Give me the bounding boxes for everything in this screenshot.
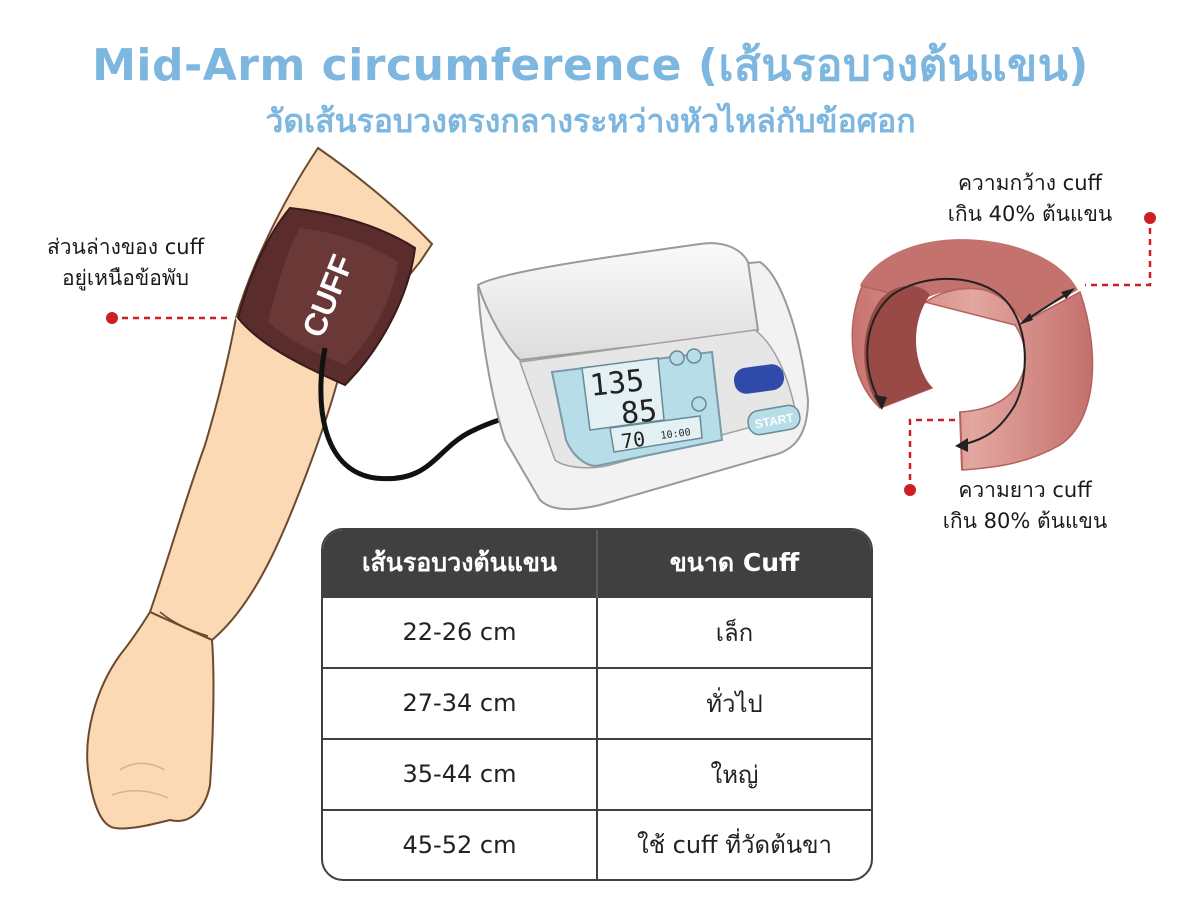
monitor-lid bbox=[476, 242, 760, 362]
cuff-length-line-2: เกิน 80% ต้นแขน bbox=[942, 509, 1108, 533]
page-subtitle: วัดเส้นรอบวงตรงกลางระหว่างหัวไหล่กับข้อศ… bbox=[265, 102, 916, 140]
time-reading: 10:00 bbox=[660, 427, 691, 442]
hand-crease bbox=[111, 762, 169, 799]
start-button bbox=[747, 404, 801, 436]
table-row: 27-34 cm ทั่วไป bbox=[323, 666, 871, 739]
length-arrow-head-1 bbox=[874, 395, 887, 410]
monitor-button-1 bbox=[669, 350, 685, 366]
width-arrow-head-1 bbox=[1019, 313, 1033, 325]
cuff-ring-inner bbox=[864, 285, 932, 408]
cuff-length-note: ความยาว cuff เกิน 80% ต้นแขน bbox=[910, 475, 1140, 537]
forearm bbox=[86, 610, 215, 830]
cuff-ring-illustration bbox=[851, 239, 1094, 471]
table-header-row: เส้นรอบวงต้นแขน ขนาด Cuff bbox=[323, 530, 871, 597]
cuff-width-line-1: ความกว้าง cuff bbox=[957, 171, 1103, 195]
cell-circumference: 22-26 cm bbox=[323, 596, 598, 668]
monitor-lcd-lower bbox=[609, 415, 703, 453]
diastolic-reading: 85 bbox=[619, 393, 659, 432]
monitor-button-2 bbox=[686, 348, 702, 364]
length-arrow bbox=[866, 277, 1026, 446]
wrist-crease bbox=[159, 611, 209, 637]
cuff-highlight bbox=[268, 228, 398, 365]
cuff-position-line-1: ส่วนล่างของ cuff bbox=[46, 235, 205, 259]
cuff-illustration: CUFF bbox=[236, 206, 417, 387]
cuff-width-line-2: เกิน 40% ต้นแขน bbox=[947, 202, 1113, 226]
cuff-position-note: ส่วนล่างของ cuff อยู่เหนือข้อพับ bbox=[28, 232, 223, 294]
cuff-position-line-2: อยู่เหนือข้อพับ bbox=[61, 266, 190, 290]
length-arrow-head-2 bbox=[955, 438, 968, 452]
monitor-blue-button bbox=[733, 364, 785, 394]
cell-cuff-size: ทั่วไป bbox=[597, 666, 871, 739]
systolic-reading: 135 bbox=[588, 363, 646, 403]
page-title: Mid-Arm circumference (เส้นรอบวงต้นแขน) bbox=[92, 40, 1089, 91]
cuff-length-line-1: ความยาว cuff bbox=[958, 478, 1092, 502]
column-header-arm-circumference: เส้นรอบวงต้นแขน bbox=[323, 530, 598, 597]
width-arrow-head-2 bbox=[1061, 288, 1075, 299]
bp-monitor-illustration: 135 85 70 10:00 START bbox=[476, 242, 810, 511]
pulse-reading: 70 bbox=[620, 427, 647, 454]
cell-cuff-size: เล็ก bbox=[597, 596, 871, 668]
cell-circumference: 35-44 cm bbox=[323, 737, 598, 810]
marker-dot-left bbox=[106, 312, 118, 324]
table-row: 45-52 cm ใช้ cuff ที่วัดต้นขา bbox=[323, 808, 871, 879]
column-header-cuff-size: ขนาด Cuff bbox=[597, 530, 871, 597]
table-row: 35-44 cm ใหญ่ bbox=[323, 737, 871, 810]
leader-width bbox=[1085, 228, 1152, 287]
cell-circumference: 27-34 cm bbox=[323, 666, 598, 739]
leader-length bbox=[908, 418, 960, 480]
table-row: 22-26 cm เล็ก bbox=[323, 596, 871, 668]
cuff-size-table: เส้นรอบวงต้นแขน ขนาด Cuff 22-26 cm เล็ก … bbox=[321, 528, 873, 881]
monitor-button-3 bbox=[691, 396, 707, 412]
cell-cuff-size: ใหญ่ bbox=[597, 737, 871, 810]
start-label: START bbox=[754, 411, 796, 432]
cuff-hose bbox=[318, 347, 506, 482]
cuff-width-note: ความกว้าง cuff เกิน 40% ต้นแขน bbox=[915, 168, 1145, 230]
annotation-leaders bbox=[106, 212, 1156, 496]
marker-dot-width bbox=[1144, 212, 1156, 224]
monitor-lcd bbox=[581, 357, 665, 431]
cell-circumference: 45-52 cm bbox=[323, 808, 598, 879]
marker-dot-length bbox=[904, 484, 916, 496]
cuff-ring-edge bbox=[959, 411, 963, 471]
cell-cuff-size: ใช้ cuff ที่วัดต้นขา bbox=[597, 808, 871, 879]
